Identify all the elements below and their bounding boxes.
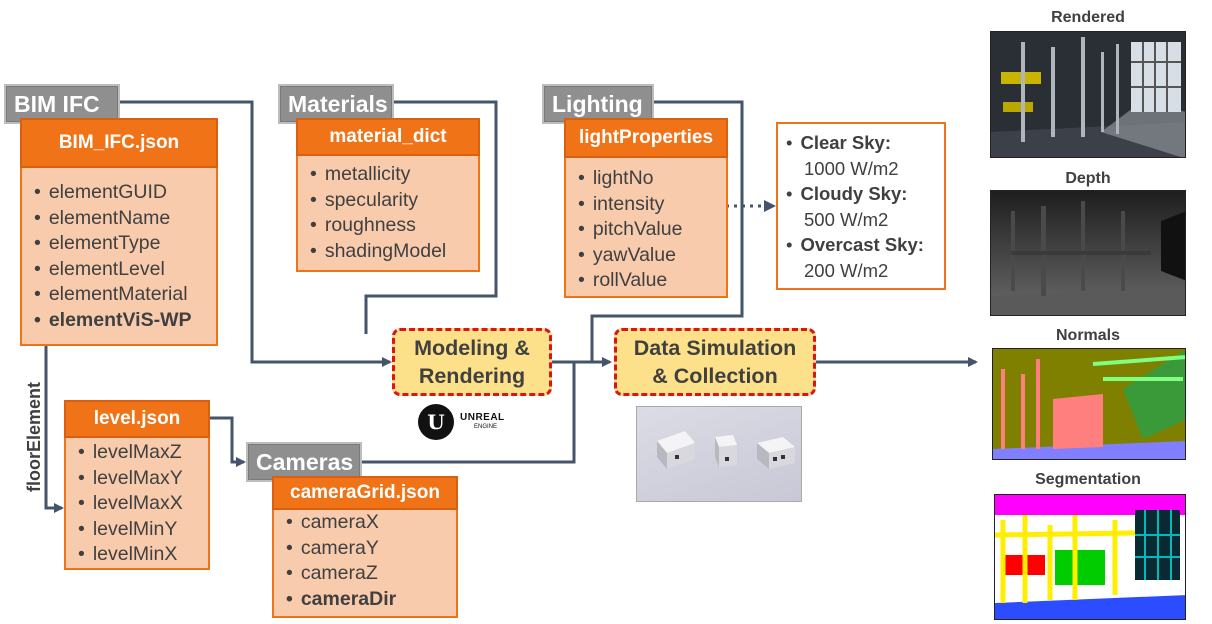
modeling-line2: Rendering bbox=[418, 364, 526, 388]
unreal-line1: UNREAL bbox=[460, 412, 505, 423]
list-item: lightNo bbox=[566, 166, 726, 192]
rendered-title: Rendered bbox=[1051, 9, 1125, 26]
material-dict-header: material_dict bbox=[296, 118, 480, 156]
list-item: levelMinX bbox=[66, 542, 208, 568]
cameras-to-simulation-line bbox=[360, 362, 576, 464]
depth-title: Depth bbox=[1065, 170, 1111, 187]
bim-to-modeling-line bbox=[120, 100, 392, 367]
unreal-engine-logo: U UNREAL ENGINE bbox=[416, 402, 526, 442]
list-item: shadingModel bbox=[298, 239, 478, 265]
unreal-u-icon: U bbox=[418, 404, 454, 440]
lighting-to-simulation-line bbox=[590, 100, 744, 362]
segmentation-title: Segmentation bbox=[1035, 471, 1141, 488]
list-item: levelMinY bbox=[66, 517, 208, 543]
list-item: rollValue bbox=[566, 268, 726, 294]
list-item: elementMaterial bbox=[22, 282, 216, 308]
materials-label: Materials bbox=[278, 84, 394, 124]
list-item: elementViS-WP bbox=[22, 308, 216, 334]
level-to-cameras-line bbox=[210, 416, 246, 467]
light-properties-list: lightNo intensity pitchValue yawValue ro… bbox=[564, 158, 728, 298]
list-item: cameraX bbox=[274, 510, 456, 536]
modeling-line1: Modeling & bbox=[414, 336, 530, 360]
material-dict-list: metallicity specularity roughness shadin… bbox=[296, 156, 480, 272]
sky-item-clear: Clear Sky:1000 W/m2 bbox=[786, 130, 936, 181]
data-simulation-box: Data Simulation & Collection bbox=[614, 328, 816, 396]
bim-json-header: BIM_IFC.json bbox=[20, 118, 218, 168]
simulation-line1: Data Simulation bbox=[633, 336, 797, 360]
bim-to-level-line bbox=[44, 346, 64, 513]
list-item: roughness bbox=[298, 213, 478, 239]
rendered-image bbox=[990, 31, 1186, 158]
lighting-label: Lighting bbox=[542, 84, 654, 124]
floor-element-label: floorElement bbox=[24, 381, 44, 492]
segmentation-image bbox=[994, 494, 1186, 620]
list-item: pitchValue bbox=[566, 217, 726, 243]
sky-item-cloudy: Cloudy Sky:500 W/m2 bbox=[786, 181, 936, 232]
simulation-line2: & Collection bbox=[652, 364, 778, 388]
list-item: elementLevel bbox=[22, 257, 216, 283]
materials-to-modeling-line bbox=[364, 100, 498, 334]
camera-rigs-image bbox=[636, 406, 802, 502]
list-item: intensity bbox=[566, 192, 726, 218]
list-item: specularity bbox=[298, 188, 478, 214]
level-json-list: levelMaxZ levelMaxY levelMaxX levelMinY … bbox=[64, 438, 210, 570]
bim-json-list: elementGUID elementName elementType elem… bbox=[20, 168, 218, 346]
sky-intensity-box: Clear Sky:1000 W/m2 Cloudy Sky:500 W/m2 … bbox=[776, 122, 946, 290]
camera-rig-3 bbox=[757, 437, 795, 469]
modeling-rendering-box: Modeling & Rendering bbox=[392, 328, 552, 396]
list-item: cameraY bbox=[274, 536, 456, 562]
list-item: metallicity bbox=[298, 162, 478, 188]
list-item: levelMaxZ bbox=[66, 440, 208, 466]
list-item: levelMaxX bbox=[66, 491, 208, 517]
list-item: yawValue bbox=[566, 243, 726, 269]
level-json-header: level.json bbox=[64, 400, 210, 438]
sky-item-overcast: Overcast Sky:200 W/m2 bbox=[786, 232, 936, 283]
list-item: cameraZ bbox=[274, 561, 456, 587]
depth-image bbox=[990, 190, 1186, 316]
list-item: levelMaxY bbox=[66, 466, 208, 492]
camera-rig-2 bbox=[715, 435, 737, 467]
list-item: cameraDir bbox=[274, 587, 456, 613]
list-item: elementGUID bbox=[22, 180, 216, 206]
list-item: elementName bbox=[22, 206, 216, 232]
camera-grid-header: cameraGrid.json bbox=[272, 476, 458, 510]
camera-grid-list: cameraX cameraY cameraZ cameraDir bbox=[272, 510, 458, 618]
cameras-label: Cameras bbox=[246, 442, 362, 482]
unreal-line2: ENGINE bbox=[474, 424, 498, 430]
normals-title: Normals bbox=[1055, 327, 1121, 344]
camera-rig-1 bbox=[657, 431, 695, 469]
light-properties-header: lightProperties bbox=[564, 118, 728, 158]
list-item: elementType bbox=[22, 231, 216, 257]
normals-image bbox=[992, 348, 1186, 460]
